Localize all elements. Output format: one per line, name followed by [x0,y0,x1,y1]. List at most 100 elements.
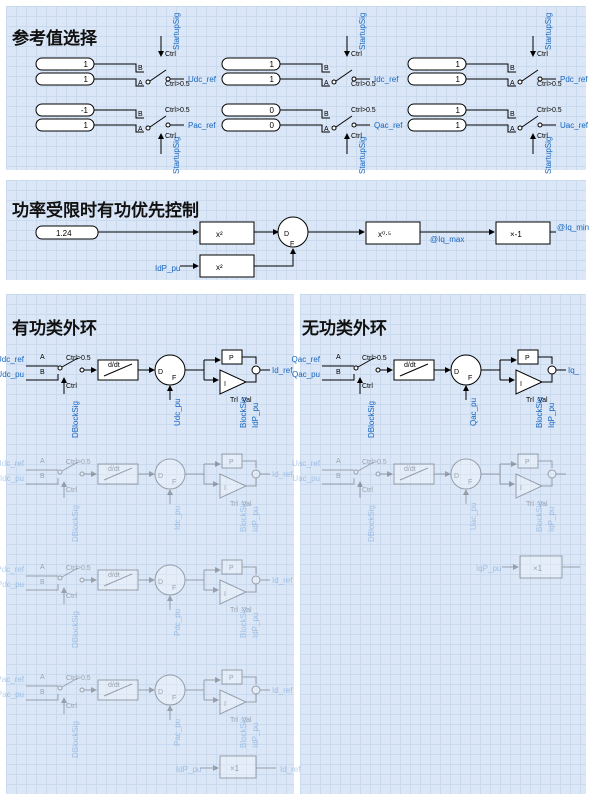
junction-d: D [158,369,163,376]
wire [280,109,330,119]
pin-b: B [138,111,143,118]
junction-d: D [158,473,163,480]
wire [242,676,257,684]
ctrl-label: Ctrl [165,133,176,140]
wire [26,694,59,701]
wire [542,478,553,487]
ref-select-panel [6,6,586,170]
wire [280,78,330,87]
ctrl-label: Ctrl [362,487,373,494]
switch-node [351,122,357,128]
wire [246,584,257,593]
switch-blade [335,69,353,82]
i-label: I [224,701,226,708]
block-signal: BlockSig [239,397,248,428]
p-label: P [229,355,234,362]
ctrl-threshold: Ctrl>0.5 [66,565,91,572]
switch-node [353,469,359,475]
feedback-label: Uac_pu [469,502,478,530]
feedback-label: Pdc_pu [173,609,182,636]
wire [322,374,355,381]
ramp-block [393,463,435,485]
wire [466,78,516,87]
ctrl-label: Ctrl [66,383,77,390]
block-signal: BlockSig [535,501,544,532]
switch-node [79,367,85,373]
p-block [221,669,243,685]
switch-node [375,367,381,373]
const-block-a-value: 1 [456,106,461,115]
switch-node [165,122,171,128]
startup-signal: StartupSig [544,13,553,50]
val-label: Val [242,397,252,404]
output-label: Qac_ref [374,121,403,130]
pin-a: A [510,80,515,87]
ctrl-label: Ctrl [537,133,548,140]
output-sum [251,685,261,695]
loop-row: Qac_refQac_puABCtrl>0.5CtrlDBlockSigd/dt… [292,349,580,438]
wire [26,374,59,381]
pin-a: A [336,458,341,465]
switch-node [331,125,337,131]
const-block-a-value: -1 [81,106,89,115]
dblock-signal: DBlockSig [71,401,80,438]
p-label: P [229,675,234,682]
square-block-2 [199,254,255,278]
wire [538,356,553,364]
p-input-label: IdP_pu [251,723,260,748]
wire [280,63,330,73]
const-value: 1.24 [56,229,72,238]
junction-f: F [468,375,472,382]
pin-b: B [324,65,329,72]
pin-a: A [40,354,45,361]
loop-row: Idc_refIdc_puABCtrl>0.5CtrlDBlockSigd/dt… [0,453,293,542]
const-block-b-value: 1 [456,121,461,130]
loop-row: Pdc_refPdc_puABCtrl>0.5CtrlDBlockSigd/dt… [0,559,293,648]
switch-node [79,687,85,693]
val-label: Val [242,501,252,508]
switch-blade [357,461,375,472]
ctrl-label: Ctrl [362,383,373,390]
output-label: Id_ref [272,470,293,479]
junction-d: D [454,473,459,480]
wire [246,374,257,383]
wire [466,109,516,119]
output-sum [251,469,261,479]
block-signal: BlockSig [239,717,248,748]
pin-b: B [40,369,45,376]
wire [94,124,144,133]
switch-blade [149,69,167,82]
loop-row: Pac_refPac_puABCtrl>0.5CtrlDBlockSigd/dt… [0,669,293,758]
ctrl-threshold: Ctrl>0.5 [165,107,190,114]
output-label: Iq_ [568,366,580,375]
ctrl-threshold: Ctrl>0.5 [362,459,387,466]
val-label: Val [242,607,252,614]
ctrl-label: Ctrl [66,703,77,710]
wire [280,124,330,133]
switch-node [145,125,151,131]
wire [542,374,553,383]
iq-min-label: @Iq_min [557,223,589,232]
loop-row: Uac_refUac_puABCtrl>0.5CtrlDBlockSigd/dt… [292,453,566,542]
ref-input-label: Idc_ref [0,459,25,468]
pin-b: B [510,111,515,118]
ctrl-threshold: Ctrl>0.5 [66,355,91,362]
val-label: Val [242,717,252,724]
const-block-b-value: 1 [456,75,461,84]
meas-input-label: Qac_pu [292,370,320,379]
trl-label: Trl [230,607,238,614]
wire [538,460,553,468]
dblock-signal: DBlockSig [71,505,80,542]
pin-a: A [336,354,341,361]
p-input-label: IdP_pu [251,507,260,532]
idp-input-label: IdP_pu [155,264,180,273]
wire [246,478,257,487]
ctrl-label: Ctrl [66,593,77,600]
startup-signal: StartupSig [358,137,367,174]
gain-input-label: IqP_pu [476,564,501,573]
meas-input-label: Udc_pu [0,370,24,379]
switch-node [331,79,337,85]
i-label: I [224,591,226,598]
